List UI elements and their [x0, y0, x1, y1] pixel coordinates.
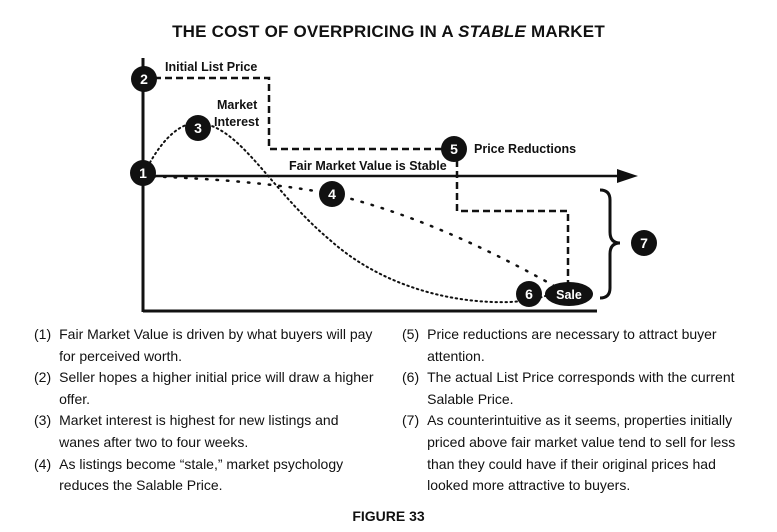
note-number: (1)	[34, 326, 52, 342]
fair-market-value-arrowhead	[617, 169, 638, 183]
initial-list-price-label: Initial List Price	[165, 60, 257, 74]
market-interest-label-line2: Interest	[214, 115, 260, 129]
figure-caption: FIGURE 33	[352, 508, 425, 524]
svg-text:2: 2	[140, 71, 148, 87]
sale-label: Sale	[556, 288, 582, 302]
note-number: (5)	[402, 326, 420, 342]
salable-price-line	[141, 174, 567, 294]
overpricing-diagram: Initial List Price Market Interest Fair …	[130, 58, 657, 313]
svg-text:7: 7	[640, 235, 648, 251]
note-number: (7)	[402, 412, 420, 429]
note-7: (7) As counterintuitive as it seems, pro…	[402, 410, 752, 496]
svg-text:4: 4	[328, 186, 336, 202]
price-reductions-label: Price Reductions	[474, 142, 576, 156]
list-price-line	[143, 76, 570, 293]
svg-text:5: 5	[450, 141, 458, 157]
svg-text:6: 6	[525, 286, 533, 302]
sale-oval	[545, 282, 593, 306]
marker-1: 1	[130, 160, 156, 186]
notes-right-column: (5) Price reductions are necessary to at…	[402, 324, 752, 497]
marker-5: 5	[441, 136, 467, 162]
svg-text:3: 3	[194, 120, 202, 136]
note-1: (1) Fair Market Value is driven by what …	[34, 324, 379, 367]
marker-3: 3	[185, 115, 211, 141]
note-number: (3)	[34, 412, 52, 429]
fair-market-value-label: Fair Market Value is Stable	[289, 159, 447, 173]
note-4: (4) As listings become “stale,” market p…	[34, 454, 379, 497]
note-text: Price reductions are necessary to attrac…	[427, 326, 717, 364]
marker-2: 2	[131, 66, 157, 92]
marker-7: 7	[631, 230, 657, 256]
note-number: (6)	[402, 369, 420, 386]
note-text: Seller hopes a higher initial price will…	[59, 369, 374, 407]
note-number: (4)	[34, 455, 52, 472]
svg-text:1: 1	[139, 165, 147, 181]
marker-4: 4	[319, 181, 345, 207]
marker-6: 6	[516, 281, 542, 307]
market-interest-label-line1: Market	[217, 98, 258, 112]
note-text: As counterintuitive as it seems, propert…	[427, 412, 736, 494]
note-text: As listings become “stale,” market psych…	[59, 455, 344, 494]
note-2: (2) Seller hopes a higher initial price …	[34, 367, 379, 410]
note-text: The actual List Price corresponds with t…	[427, 369, 735, 407]
note-3: (3) Market interest is highest for new l…	[34, 410, 379, 453]
notes-left-column: (1) Fair Market Value is driven by what …	[34, 324, 379, 497]
diagram-title: THE COST OF OVERPRICING IN A STABLE MARK…	[172, 22, 605, 41]
note-5: (5) Price reductions are necessary to at…	[402, 324, 752, 367]
overpricing-brace	[599, 188, 621, 300]
note-text: Market interest is highest for new listi…	[59, 412, 339, 450]
note-number: (2)	[34, 369, 52, 386]
note-text: Fair Market Value is driven by what buye…	[59, 326, 373, 364]
note-6: (6) The actual List Price corresponds wi…	[402, 367, 752, 410]
